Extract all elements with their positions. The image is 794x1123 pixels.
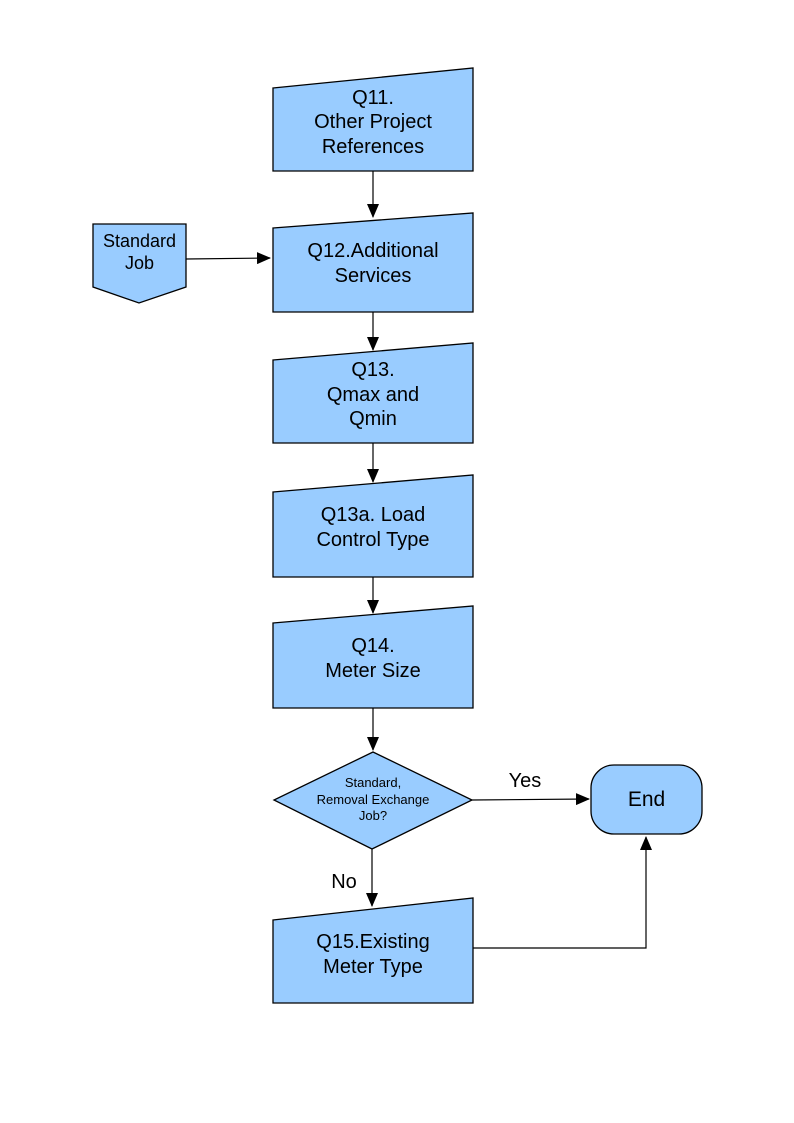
q13a-process-shape xyxy=(272,474,474,578)
q11-process-shape xyxy=(272,67,474,172)
decision-diamond-shape xyxy=(272,751,474,850)
edge-decision-yes-to-end xyxy=(471,793,590,806)
q15-process-shape xyxy=(272,897,474,1004)
q14-process-shape xyxy=(272,605,474,709)
edge-q15-to-end xyxy=(473,836,652,949)
edge-standardjob-to-q12 xyxy=(185,252,271,265)
q13-process-shape xyxy=(272,342,474,444)
end-terminator-shape xyxy=(590,764,703,835)
standard-job-offpage-shape xyxy=(92,223,187,304)
q12-process-shape xyxy=(272,212,474,313)
